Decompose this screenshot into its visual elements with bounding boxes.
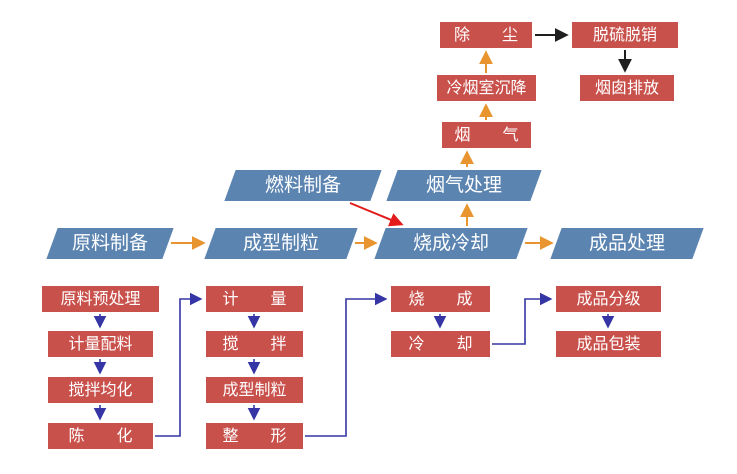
arrow-cooling-to-grading (492, 292, 553, 345)
arrow-aging-to-metering (155, 292, 203, 437)
main-flow-arrows (171, 50, 554, 250)
node-flue-gas: 烟 气 (442, 122, 531, 148)
step-mixing-homogenization: 搅拌均化 (48, 377, 153, 403)
stage-firing-cooling: 烧成冷却 (374, 228, 528, 259)
step-shaping: 整 形 (206, 423, 303, 449)
arrow-fuel-to-firing (349, 202, 404, 227)
step-aging: 陈 化 (48, 423, 153, 449)
step-firing: 烧 成 (391, 286, 490, 312)
step-forming-granulation: 成型制粒 (206, 377, 303, 403)
node-desulfurization-denitration: 脱硫脱销 (572, 22, 678, 48)
node-dust-removal: 除 尘 (440, 22, 532, 48)
step-metering-batching: 计量配料 (48, 331, 153, 357)
step-product-packaging: 成品包装 (556, 331, 661, 357)
stage-forming-granulation-label: 成型制粒 (242, 232, 319, 254)
stage-flue-gas-treatment-label: 烟气处理 (425, 174, 502, 196)
step-cooling: 冷 却 (391, 331, 490, 357)
stage-forming-granulation: 成型制粒 (204, 228, 358, 259)
stage-flue-gas-treatment: 烟气处理 (386, 170, 542, 201)
stage-raw-material-prep: 原料制备 (46, 228, 174, 259)
stage-raw-material-prep-label: 原料制备 (71, 232, 148, 254)
stage-finished-product-handling: 成品处理 (550, 228, 704, 259)
step-product-grading: 成品分级 (556, 286, 661, 312)
stage-fuel-prep-label: 燃料制备 (264, 174, 341, 196)
arrow-shaping-to-firing (305, 292, 388, 437)
stage-finished-product-handling-label: 成品处理 (588, 232, 665, 254)
sub-step-arrows (93, 292, 615, 437)
stage-firing-cooling-label: 烧成冷却 (412, 232, 489, 254)
stage-fuel-prep: 燃料制备 (224, 170, 382, 201)
step-stirring: 搅 拌 (206, 331, 303, 357)
step-raw-pretreatment: 原料预处理 (42, 286, 159, 312)
node-chimney-emission: 烟囱排放 (580, 75, 674, 101)
node-cold-chamber-settling: 冷烟室沉降 (437, 75, 536, 101)
fuel-arrow-group (349, 202, 404, 227)
step-metering: 计 量 (206, 286, 303, 312)
exhaust-arrows (535, 28, 632, 73)
